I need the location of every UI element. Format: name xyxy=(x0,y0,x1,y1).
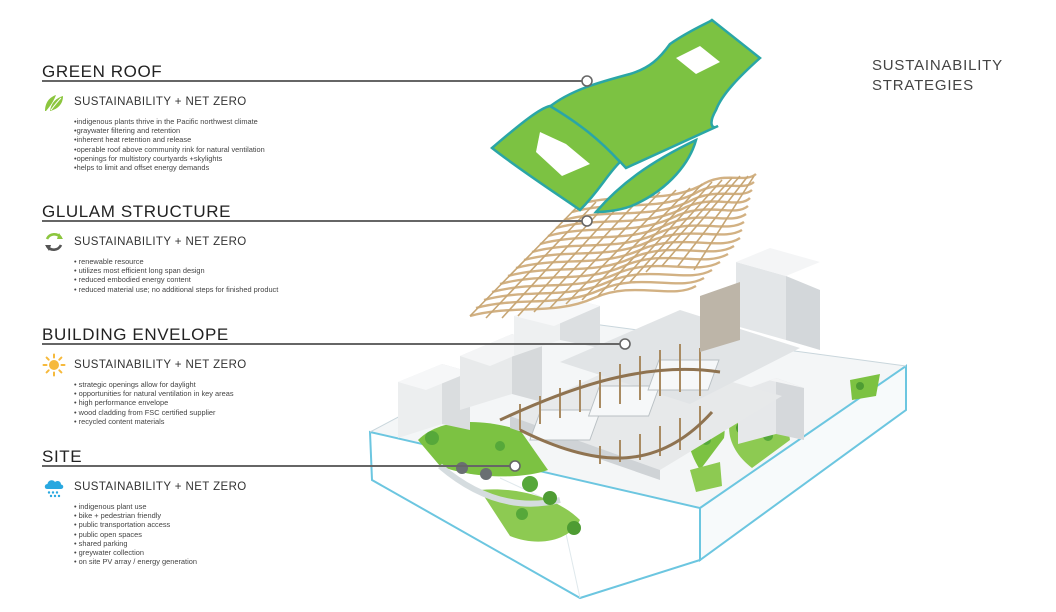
bullet-item: • greywater collection xyxy=(74,548,382,557)
section-title: SITE xyxy=(42,447,382,467)
section-green-roof: GREEN ROOF SUSTAINABILITY + NET ZERO •in… xyxy=(42,62,382,172)
bullet-item: • on site PV array / energy generation xyxy=(74,557,382,566)
bullet-list: • indigenous plant use • bike + pedestri… xyxy=(74,502,382,566)
bullet-item: • reduced material use; no additional st… xyxy=(74,285,382,294)
bullet-item: •indigenous plants thrive in the Pacific… xyxy=(74,117,382,126)
bullet-item: •operable roof above community rink for … xyxy=(74,145,382,154)
section-title: BUILDING ENVELOPE xyxy=(42,325,382,345)
page-title-line2: STRATEGIES xyxy=(872,76,1042,96)
bullet-item: •inherent heat retention and release xyxy=(74,135,382,144)
bullet-item: •graywater filtering and retention xyxy=(74,126,382,135)
bullet-item: • bike + pedestrian friendly xyxy=(74,511,382,520)
bullet-item: • recycled content materials xyxy=(74,417,382,426)
section-title: GREEN ROOF xyxy=(42,62,382,82)
bullet-item: • high performance envelope xyxy=(74,398,382,407)
bullet-item: • shared parking xyxy=(74,539,382,548)
bullet-list: • renewable resource • utilizes most eff… xyxy=(74,257,382,294)
section-site: SITE SUSTAINABILITY + NET ZERO • indigen… xyxy=(42,447,382,566)
section-building-envelope: BUILDING ENVELOPE SUSTAINABILITY + NET Z… xyxy=(42,325,382,426)
section-glulam-structure: GLULAM STRUCTURE SUSTAINABILITY + NET ZE… xyxy=(42,202,382,294)
sun-icon xyxy=(42,353,66,377)
page-title-line1: SUSTAINABILITY xyxy=(872,56,1042,76)
bullet-item: • renewable resource xyxy=(74,257,382,266)
leaf-icon xyxy=(42,90,66,114)
rain-cloud-icon xyxy=(42,475,66,499)
bullet-list: •indigenous plants thrive in the Pacific… xyxy=(74,117,382,172)
section-title: GLULAM STRUCTURE xyxy=(42,202,382,222)
bullet-item: • indigenous plant use xyxy=(74,502,382,511)
section-subtitle: SUSTAINABILITY + NET ZERO xyxy=(74,236,247,248)
section-subtitle: SUSTAINABILITY + NET ZERO xyxy=(74,481,247,493)
page-title: SUSTAINABILITY STRATEGIES xyxy=(872,56,1042,96)
recycle-icon xyxy=(42,230,66,254)
section-subtitle: SUSTAINABILITY + NET ZERO xyxy=(74,359,247,371)
section-subtitle: SUSTAINABILITY + NET ZERO xyxy=(74,96,247,108)
bullet-item: •helps to limit and offset energy demand… xyxy=(74,163,382,172)
bullet-item: • opportunities for natural ventilation … xyxy=(74,389,382,398)
bullet-item: • public transportation access xyxy=(74,520,382,529)
bullet-item: • utilizes most efficient long span desi… xyxy=(74,266,382,275)
bullet-item: • wood cladding from FSC certified suppl… xyxy=(74,408,382,417)
bullet-item: •openings for multistory courtyards +sky… xyxy=(74,154,382,163)
bullet-item: • reduced embodied energy content xyxy=(74,275,382,284)
bullet-list: • strategic openings allow for daylight … xyxy=(74,380,382,426)
bullet-item: • public open spaces xyxy=(74,530,382,539)
bullet-item: • strategic openings allow for daylight xyxy=(74,380,382,389)
